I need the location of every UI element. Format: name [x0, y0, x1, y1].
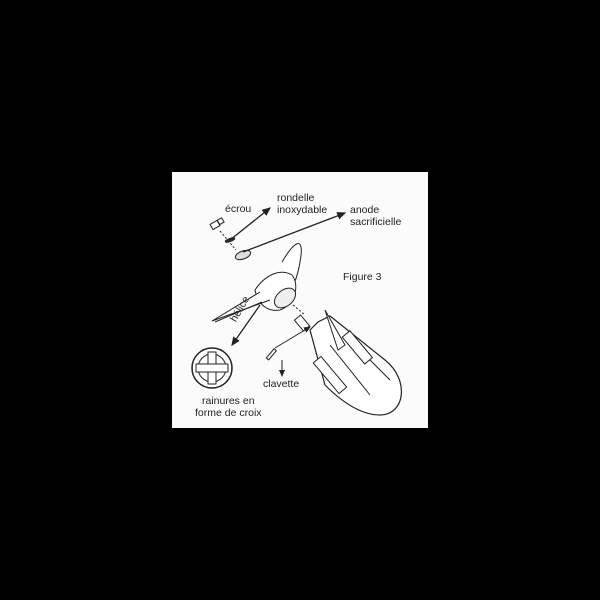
label-grooves: rainures en forme de croix	[195, 395, 262, 419]
figure-title: Figure 3	[343, 271, 382, 283]
anode-arrow	[242, 212, 347, 253]
motor-housing	[309, 309, 402, 416]
washer-arrow	[229, 207, 272, 241]
label-pin: clavette	[263, 378, 300, 390]
propeller-arrow	[231, 304, 261, 347]
anode-part	[234, 249, 252, 261]
pin-arrow-up	[274, 326, 311, 349]
cross-groove-hub	[191, 347, 233, 389]
label-nut: écrou	[225, 203, 252, 215]
label-washer: rondelle inoxydable	[277, 192, 328, 216]
propeller-part	[211, 243, 302, 323]
pin-part	[265, 348, 278, 361]
nut-part	[209, 217, 225, 231]
label-anode: anode sacrificielle	[350, 204, 402, 228]
